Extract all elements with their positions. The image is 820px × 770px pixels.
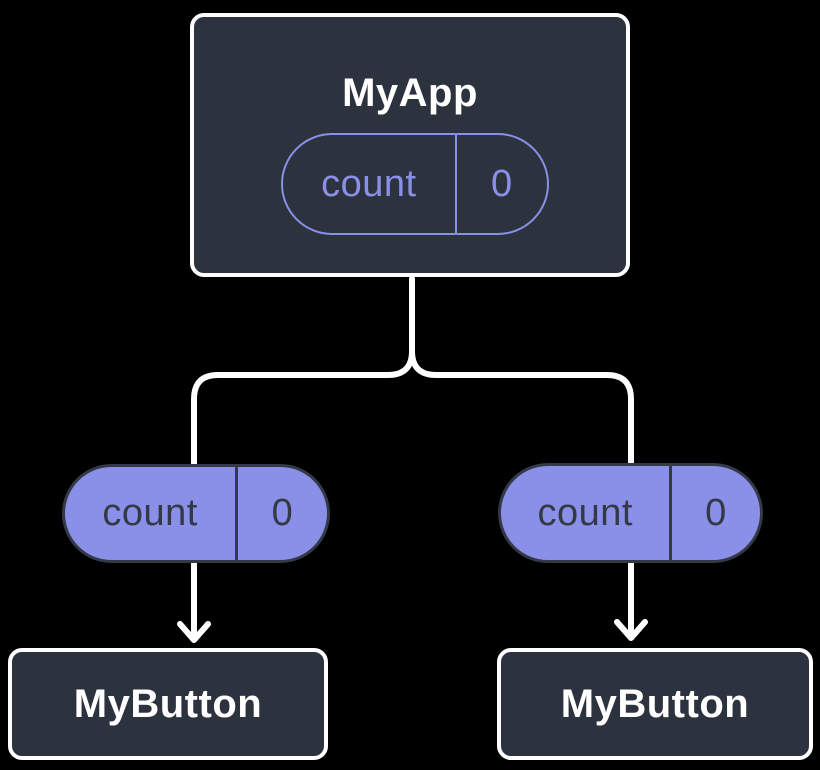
pill-divider: [454, 135, 457, 233]
prop-pill-value: 0: [705, 491, 727, 534]
state-pill-myapp: count 0: [281, 133, 549, 235]
wire-left-branch: [191, 276, 415, 642]
pill-divider: [235, 467, 238, 560]
node-mybutton-right: MyButton: [497, 648, 813, 760]
node-myapp: MyApp count 0: [190, 13, 630, 277]
pill-divider: [669, 466, 672, 560]
arrowhead-left-icon: [177, 621, 211, 643]
prop-pill-left: count 0: [62, 464, 330, 563]
arrowhead-right-icon: [614, 619, 648, 641]
prop-pill-label: count: [102, 492, 198, 534]
node-mybutton-title: MyButton: [560, 682, 750, 726]
node-myapp-title: MyApp: [342, 71, 478, 115]
node-mybutton-title: MyButton: [73, 682, 263, 726]
prop-pill-label: count: [537, 491, 633, 534]
prop-pill-right: count 0: [498, 463, 763, 563]
node-mybutton-left: MyButton: [8, 648, 328, 760]
wire-right-branch: [409, 276, 634, 640]
state-pill-label: count: [321, 162, 417, 205]
prop-pill-value: 0: [271, 492, 294, 534]
state-pill-value: 0: [490, 162, 513, 205]
